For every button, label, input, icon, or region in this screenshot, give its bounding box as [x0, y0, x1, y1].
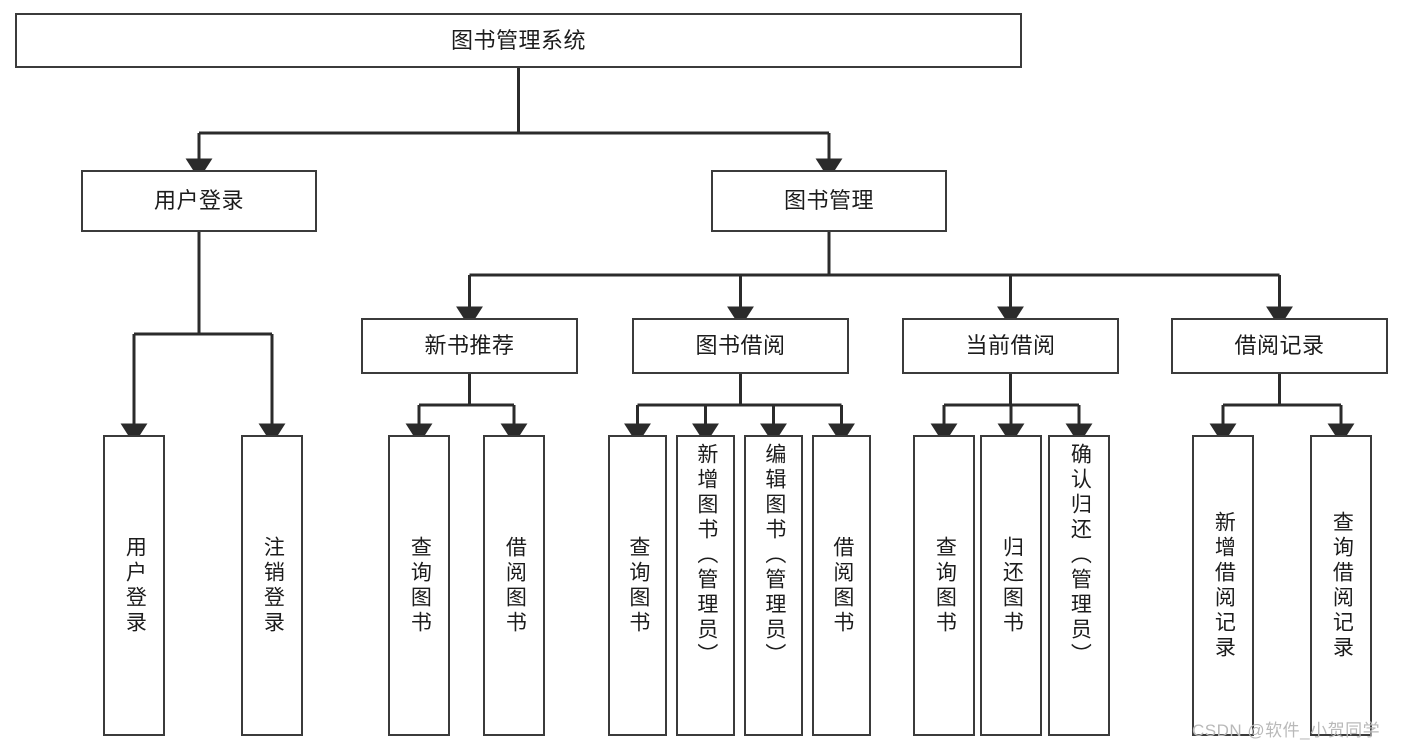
- node-label: 查询图书: [626, 535, 650, 636]
- node-leaf-borrow-book-a[interactable]: 借阅图书: [483, 435, 545, 736]
- node-new-book[interactable]: 新书推荐: [361, 318, 578, 374]
- node-root[interactable]: 图书管理系统: [15, 13, 1022, 68]
- node-label: 归还图书: [1000, 535, 1024, 636]
- node-label: 用户登录: [153, 188, 244, 214]
- node-label: 确认归还（管理员）: [1068, 443, 1092, 668]
- node-label: 查询借阅记录: [1330, 510, 1354, 661]
- node-leaf-add-record[interactable]: 新增借阅记录: [1192, 435, 1254, 736]
- node-label: 图书管理系统: [450, 27, 586, 53]
- watermark-text: CSDN @软件_小贺同学: [1192, 721, 1381, 740]
- node-label: 新增借阅记录: [1212, 510, 1236, 661]
- node-leaf-query-book-a[interactable]: 查询图书: [388, 435, 450, 736]
- node-leaf-add-book[interactable]: 新增图书（管理员）: [676, 435, 735, 736]
- node-current-borrow[interactable]: 当前借阅: [902, 318, 1119, 374]
- node-leaf-query-book-b[interactable]: 查询图书: [608, 435, 667, 736]
- node-borrow-record[interactable]: 借阅记录: [1171, 318, 1388, 374]
- node-label: 借阅记录: [1234, 333, 1325, 359]
- node-leaf-query-record[interactable]: 查询借阅记录: [1310, 435, 1372, 736]
- node-leaf-edit-book[interactable]: 编辑图书（管理员）: [744, 435, 803, 736]
- node-label: 图书借阅: [695, 333, 786, 359]
- node-label: 新增图书（管理员）: [694, 443, 718, 668]
- node-leaf-borrow-book-b[interactable]: 借阅图书: [812, 435, 871, 736]
- node-label: 借阅图书: [830, 535, 854, 636]
- node-login[interactable]: 用户登录: [81, 170, 317, 232]
- node-label: 用户登录: [123, 535, 147, 636]
- node-borrow[interactable]: 图书借阅: [632, 318, 849, 374]
- node-leaf-return-book[interactable]: 归还图书: [980, 435, 1042, 736]
- node-label: 查询图书: [933, 535, 957, 636]
- node-leaf-logout[interactable]: 注销登录: [241, 435, 303, 736]
- node-leaf-user-login[interactable]: 用户登录: [103, 435, 165, 736]
- node-label: 图书管理: [783, 188, 874, 214]
- node-label: 当前借阅: [965, 333, 1056, 359]
- node-label: 注销登录: [261, 535, 285, 636]
- node-book-manage[interactable]: 图书管理: [711, 170, 947, 232]
- node-leaf-confirm-return[interactable]: 确认归还（管理员）: [1048, 435, 1110, 736]
- node-label: 查询图书: [408, 535, 432, 636]
- node-label: 借阅图书: [503, 535, 527, 636]
- node-label: 新书推荐: [424, 333, 515, 359]
- node-leaf-query-book-c[interactable]: 查询图书: [913, 435, 975, 736]
- node-label: 编辑图书（管理员）: [762, 443, 786, 668]
- edge-paths: [120, 68, 1355, 445]
